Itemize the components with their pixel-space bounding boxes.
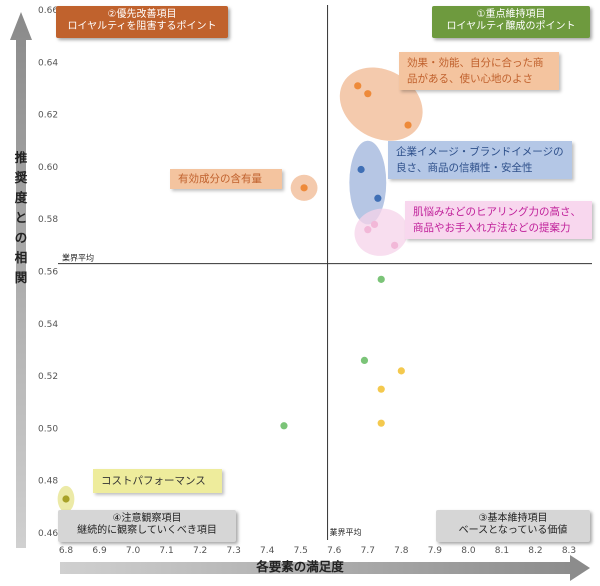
callout-line: 効果・効能、自分に合った商	[407, 57, 544, 69]
y-tick-label: 0.56	[38, 268, 58, 278]
quadrant-subtitle: 継続的に観察していくべき項目	[77, 525, 217, 536]
quadrant-basic-maintenance: ③基本維持項目 ベースとなっている価値	[436, 510, 590, 542]
callout-cost-performance: コストパフォーマンス	[93, 469, 222, 493]
data-point	[354, 82, 362, 90]
x-tick-label: 8.0	[461, 546, 476, 556]
quadrant-subtitle: ロイヤルティ醸成のポイント	[446, 21, 576, 32]
quadrant-watch: ④注意観察項目 継続的に観察していくべき項目	[58, 510, 236, 542]
callout-ingredient: 有効成分の含有量	[170, 169, 282, 189]
y-tick-label: 0.46	[38, 529, 58, 539]
x-tick-label: 7.9	[428, 546, 443, 556]
data-point	[404, 121, 412, 129]
y-tick-label: 0.48	[38, 477, 58, 487]
callout-line: 良さ、商品の信頼性・安全性	[396, 162, 533, 174]
data-point	[62, 495, 70, 503]
data-point	[377, 419, 385, 427]
x-tick-label: 7.2	[193, 546, 207, 556]
x-tick-label: 7.6	[327, 546, 342, 556]
data-point	[360, 356, 369, 365]
x-tick-label: 7.1	[159, 546, 173, 556]
x-tick-label: 7.8	[394, 546, 409, 556]
y-tick-label: 0.60	[38, 163, 58, 173]
quadrant-title: ③基本維持項目	[478, 513, 548, 524]
callout-line: 肌悩みなどのヒアリング力の高さ、	[413, 206, 581, 218]
y-tick-label: 0.50	[38, 424, 58, 434]
y-tick-label: 0.66	[38, 6, 58, 16]
callout-brand-image: 企業イメージ・ブランドイメージの 良さ、商品の信頼性・安全性	[388, 141, 572, 179]
y-tick-label: 0.52	[38, 372, 58, 382]
data-point	[377, 275, 385, 283]
quadrant-key-maintenance: ①重点維持項目 ロイヤルティ醸成のポイント	[432, 6, 590, 38]
quadrant-priority-improvement: ②優先改善項目 ロイヤルティを阻害するポイント	[56, 6, 228, 38]
x-tick-label: 7.4	[260, 546, 275, 556]
quadrant-subtitle: ベースとなっている価値	[458, 525, 568, 536]
callout-line: 品がある、使い心地のよさ	[407, 73, 533, 85]
x-tick-label: 7.7	[361, 546, 375, 556]
y-axis-arrow	[10, 12, 32, 548]
x-tick-label: 7.5	[294, 546, 308, 556]
y-tick-label: 0.58	[38, 215, 58, 225]
y-tick-label: 0.64	[38, 58, 58, 68]
x-tick-label: 8.3	[562, 546, 576, 556]
data-point	[364, 90, 372, 98]
x-axis-label: 各要素の満足度	[256, 559, 344, 574]
x-tick-label: 7.3	[227, 546, 241, 556]
data-point	[374, 194, 382, 202]
callout-efficacy: 効果・効能、自分に合った商 品がある、使い心地のよさ	[399, 52, 559, 90]
quadrant-title: ①重点維持項目	[476, 9, 546, 20]
callout-line: 企業イメージ・ブランドイメージの	[396, 146, 564, 158]
data-point	[370, 220, 379, 229]
industry-average-horizontal-label: 業界平均	[62, 253, 94, 263]
data-point	[391, 241, 399, 249]
industry-average-vertical-label: 業界平均	[330, 527, 362, 537]
x-axis-arrow	[60, 555, 590, 581]
y-axis-label: 推奨度との相関	[14, 150, 28, 285]
data-point	[357, 165, 365, 174]
y-tick-label: 0.54	[38, 320, 58, 330]
quadrant-title: ②優先改善項目	[107, 9, 177, 20]
data-point	[280, 422, 288, 430]
x-tick-label: 6.8	[59, 546, 74, 556]
callout-line: コストパフォーマンス	[101, 475, 206, 487]
highlight-ellipse	[349, 140, 387, 225]
x-tick-label: 8.2	[528, 546, 542, 556]
y-tick-label: 0.62	[38, 111, 58, 121]
data-point	[377, 385, 385, 393]
callout-line: 有効成分の含有量	[178, 173, 262, 185]
x-tick-label: 6.9	[92, 546, 107, 556]
callout-consultation: 肌悩みなどのヒアリング力の高さ、 商品やお手入れ方法などの提案力	[405, 201, 592, 239]
quadrant-title: ④注意観察項目	[112, 513, 182, 524]
callout-line: 商品やお手入れ方法などの提案力	[413, 222, 571, 234]
data-point	[300, 184, 308, 192]
data-point	[397, 367, 405, 375]
x-tick-label: 8.1	[495, 546, 509, 556]
data-point	[364, 226, 372, 234]
quadrant-subtitle: ロイヤルティを阻害するポイント	[67, 21, 217, 32]
x-tick-label: 7.0	[126, 546, 141, 556]
